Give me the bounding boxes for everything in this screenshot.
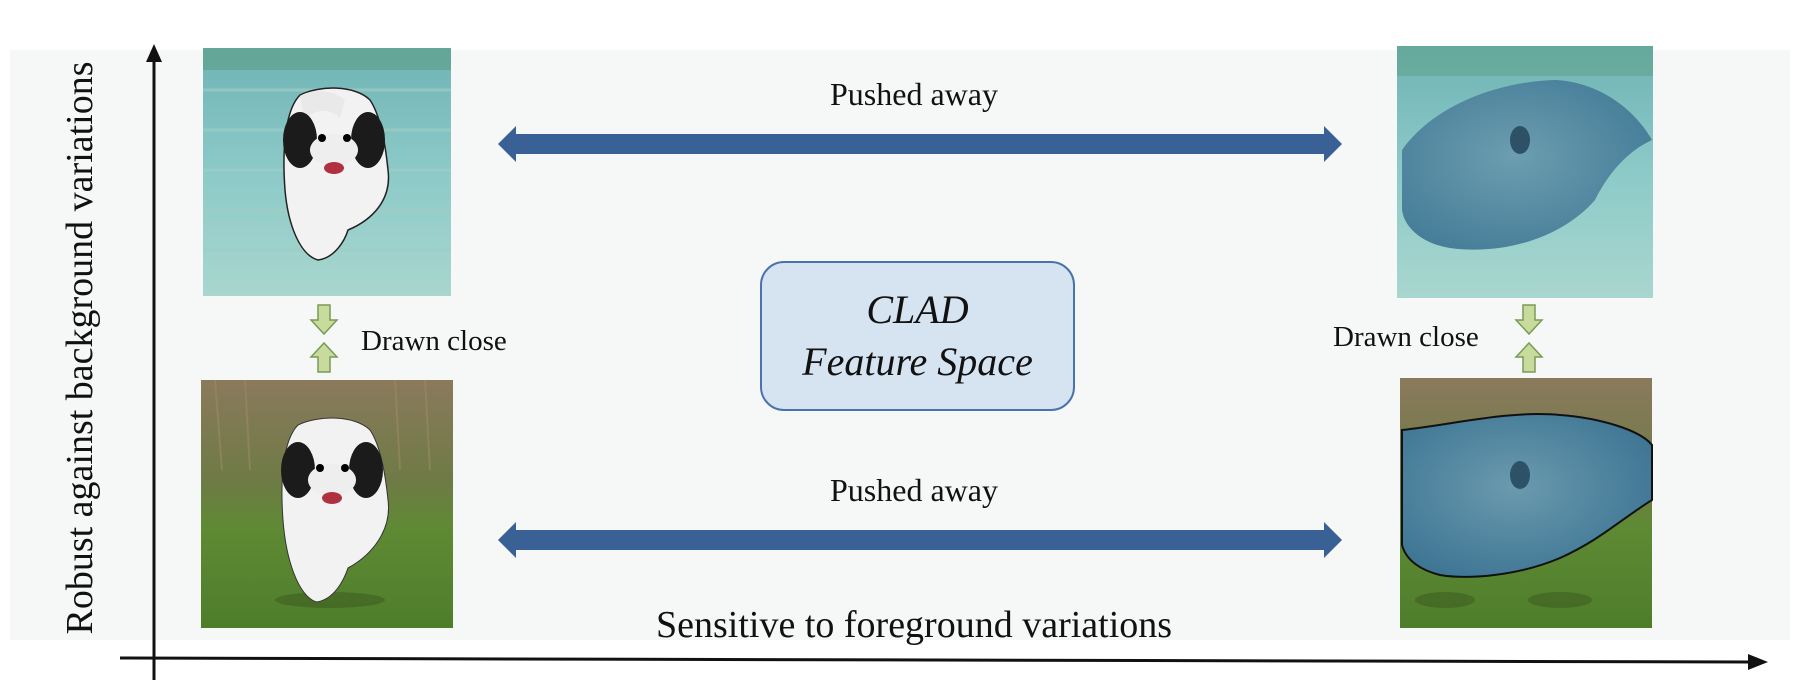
clad-feature-space-box: CLAD Feature Space [760,261,1075,411]
dog-grass-image [201,379,453,628]
left-drawn-close-label: Drawn close [361,325,507,357]
top-pushed-away-arrow [498,126,1342,162]
box-title-line1: CLAD [866,287,969,332]
y-axis [146,44,162,680]
top-pushed-away-label: Pushed away [830,76,998,112]
bottom-pushed-away-arrow [498,522,1342,558]
box-title-line2: Feature Space [802,339,1033,384]
x-axis-label: Sensitive to foreground variations [656,604,1173,646]
stingray-grass-image [1400,378,1653,628]
left-drawn-close-arrows [309,304,339,373]
y-axis-label: Robust against background variations [59,61,101,635]
right-drawn-close-label: Drawn close [1333,321,1479,353]
bottom-pushed-away-label: Pushed away [830,472,998,508]
right-drawn-close-arrows [1514,304,1544,373]
x-axis [119,654,1768,670]
dog-water-image [203,48,451,296]
stingray-water-image [1397,46,1653,298]
